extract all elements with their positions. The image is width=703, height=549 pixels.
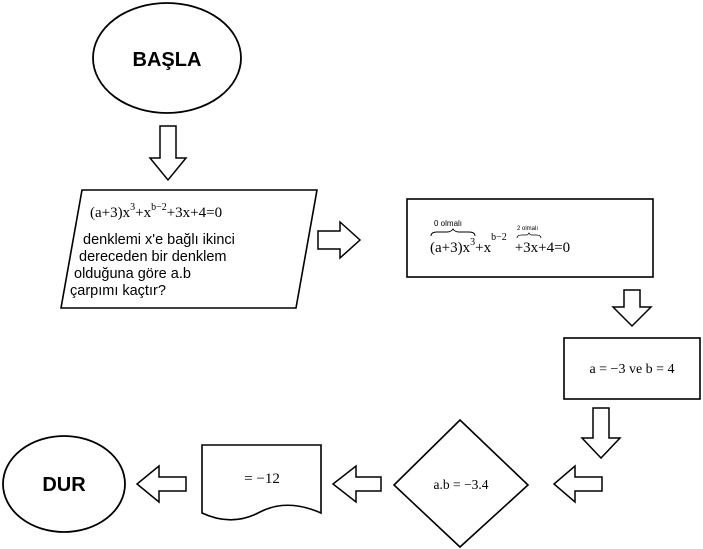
arrow-left-3	[135, 464, 187, 504]
arrow-down-1	[148, 125, 188, 182]
process-equation: (a+3)x3+xb−2+3x+4=0	[430, 232, 570, 256]
decision-diamond: a.b = −3.4	[392, 418, 530, 549]
input-parallelogram: (a+3)x3+xb−2+3x+4=0 denklemi x'e bağlı i…	[60, 189, 318, 309]
decision-text: a.b = −3.4	[434, 477, 489, 492]
process-box-2: a = −3 ve b = 4	[563, 337, 701, 400]
arrow-left-2	[331, 464, 382, 504]
process-2-text: a = −3 ve b = 4	[589, 362, 674, 377]
note-two: 2 olmalı	[517, 226, 538, 232]
start-terminal: BAŞLA	[92, 2, 242, 114]
arrow-down-3	[580, 407, 622, 460]
start-label: BAŞLA	[133, 49, 202, 71]
output-document: = −12	[201, 444, 322, 521]
overbrace-b	[516, 232, 542, 239]
input-equation: (a+3)x3+xb−2+3x+4=0	[90, 202, 222, 221]
input-question: denklemi x'e bağlı ikinci dereceden bir …	[70, 232, 239, 299]
arrow-left-1	[552, 464, 603, 504]
end-terminal: DUR	[2, 435, 126, 533]
end-label: DUR	[42, 474, 86, 496]
note-zero: 0 olmalı	[434, 219, 462, 228]
arrow-right-1	[317, 220, 362, 260]
arrow-down-2	[611, 289, 653, 328]
process-box-1: 0 olmalı 2 olmalı (a+3)x3+xb−2+3x+4=0	[406, 198, 654, 278]
output-text: = −12	[244, 471, 280, 487]
overbrace-a	[430, 228, 476, 237]
